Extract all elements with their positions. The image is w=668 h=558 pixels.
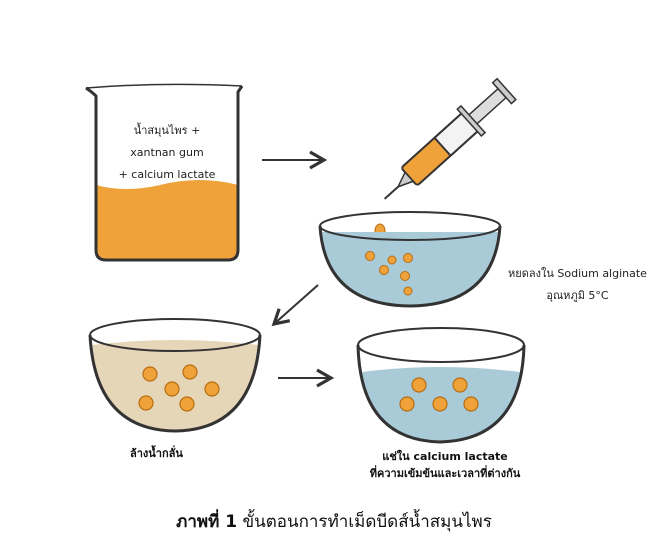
wash-step-label: ล้างน้ำกลั่น — [130, 447, 183, 460]
drop-step-line-1: หยดลงใน Sodium alginate — [508, 267, 647, 280]
caption-text: ขั้นตอนการทำเม็ดบีดส์น้ำสมุนไพร — [242, 512, 492, 532]
beaker-line-3: + calcium lactate — [118, 168, 216, 181]
syringe — [383, 77, 517, 200]
bowl-sodium-alginate — [318, 211, 502, 308]
beaker-label: น้ำสมุนไพร + xantnan gum + calcium lacta… — [96, 120, 238, 186]
soak-step-line-1: แช่ใน calcium lactate — [382, 450, 508, 463]
soak-step-line-2: ที่ความเข้มข้นและเวลาที่ต่างกัน — [369, 467, 521, 480]
beaker-line-2: xantnan gum — [130, 146, 204, 159]
arrow-diagonal — [271, 284, 319, 327]
beaker — [85, 83, 244, 262]
bowl-wash — [88, 318, 262, 433]
bowl-calcium-lactate — [356, 327, 526, 444]
drop-step-label: หยดลงใน Sodium alginate อุณหภูมิ 5°C — [495, 263, 660, 307]
soak-step-label: แช่ใน calcium lactate ที่ความเข้มข้นและเ… — [360, 448, 530, 482]
caption-prefix: ภาพที่ 1 — [176, 512, 238, 532]
drop-step-line-2: อุณหภูมิ 5°C — [546, 289, 609, 302]
beaker-line-1: น้ำสมุนไพร + — [133, 124, 201, 137]
figure-caption: ภาพที่ 1 ขั้นตอนการทำเม็ดบีดส์น้ำสมุนไพร — [0, 508, 668, 535]
